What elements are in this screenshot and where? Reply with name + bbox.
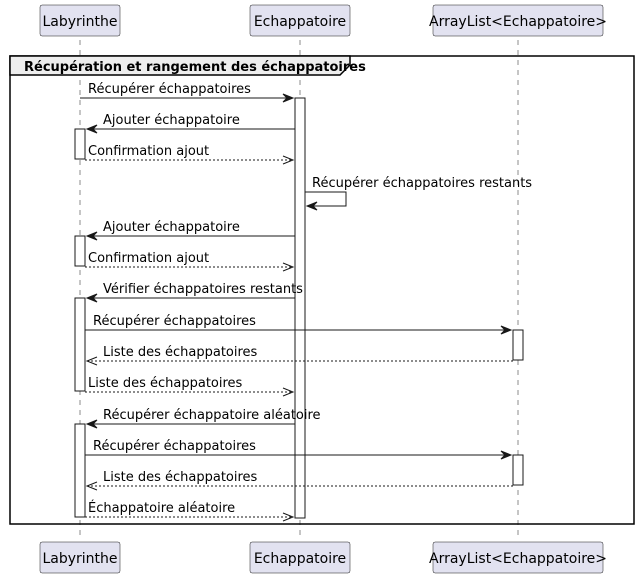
message-label: Récupérer échappatoire aléatoire bbox=[103, 408, 321, 423]
message-label: Liste des échappatoires bbox=[88, 376, 243, 391]
arrowhead bbox=[282, 93, 295, 103]
activation-labyrinthe-1 bbox=[74, 128, 86, 160]
participant-label: Echappatoire bbox=[254, 551, 346, 567]
arrowhead bbox=[500, 325, 513, 335]
arrowhead bbox=[85, 419, 98, 429]
participant-label: ArrayList<Echappatoire> bbox=[429, 551, 607, 567]
message-label: Échappatoire aléatoire bbox=[88, 500, 235, 516]
participant-echappatoire-bottom: Echappatoire bbox=[249, 541, 351, 574]
arrowhead bbox=[500, 450, 513, 460]
participant-labyrinthe-top: Labyrinthe bbox=[39, 4, 121, 37]
activation-labyrinthe-2 bbox=[74, 235, 86, 267]
message-label: Récupérer échappatoires bbox=[88, 82, 251, 97]
arrowhead bbox=[305, 201, 318, 211]
message-label: Confirmation ajout bbox=[88, 251, 209, 266]
group-label: Récupération et rangement des échappatoi… bbox=[24, 60, 366, 75]
message-label: Liste des échappatoires bbox=[103, 345, 258, 360]
activation-echappatoire-main bbox=[294, 97, 306, 519]
participant-echappatoire-top: Echappatoire bbox=[249, 4, 351, 37]
participant-label: ArrayList<Echappatoire> bbox=[429, 14, 607, 30]
arrowhead bbox=[85, 231, 98, 241]
message-label: Vérifier échappatoires restants bbox=[103, 282, 303, 297]
participant-arraylist-bottom: ArrayList<Echappatoire> bbox=[429, 541, 607, 574]
participant-labyrinthe-bottom: Labyrinthe bbox=[39, 541, 121, 574]
message-label: Récupérer échappatoires bbox=[93, 439, 256, 454]
message-label: Confirmation ajout bbox=[88, 144, 209, 159]
arrowhead bbox=[85, 293, 98, 303]
activation-arraylist-2 bbox=[512, 454, 524, 486]
activation-labyrinthe-3 bbox=[74, 297, 86, 392]
arrowhead bbox=[282, 262, 295, 272]
message-label: Ajouter échappatoire bbox=[103, 220, 240, 235]
arrowhead bbox=[85, 481, 98, 491]
participant-label: Echappatoire bbox=[254, 14, 346, 30]
message-arrow bbox=[305, 191, 347, 207]
arrowhead bbox=[282, 155, 295, 165]
group-frame-tab bbox=[9, 55, 351, 76]
arrowhead bbox=[282, 387, 295, 397]
message-label: Ajouter échappatoire bbox=[103, 113, 240, 128]
participant-arraylist-top: ArrayList<Echappatoire> bbox=[429, 4, 607, 37]
participant-label: Labyrinthe bbox=[42, 551, 117, 567]
arrowhead bbox=[85, 124, 98, 134]
message-label: Récupérer échappatoires restants bbox=[312, 176, 532, 191]
message-label: Liste des échappatoires bbox=[103, 470, 258, 485]
arrowhead bbox=[282, 512, 295, 522]
arrowhead bbox=[85, 356, 98, 366]
message-label: Récupérer échappatoires bbox=[93, 314, 256, 329]
activation-arraylist-1 bbox=[512, 329, 524, 361]
participant-label: Labyrinthe bbox=[42, 14, 117, 30]
activation-labyrinthe-4 bbox=[74, 423, 86, 518]
